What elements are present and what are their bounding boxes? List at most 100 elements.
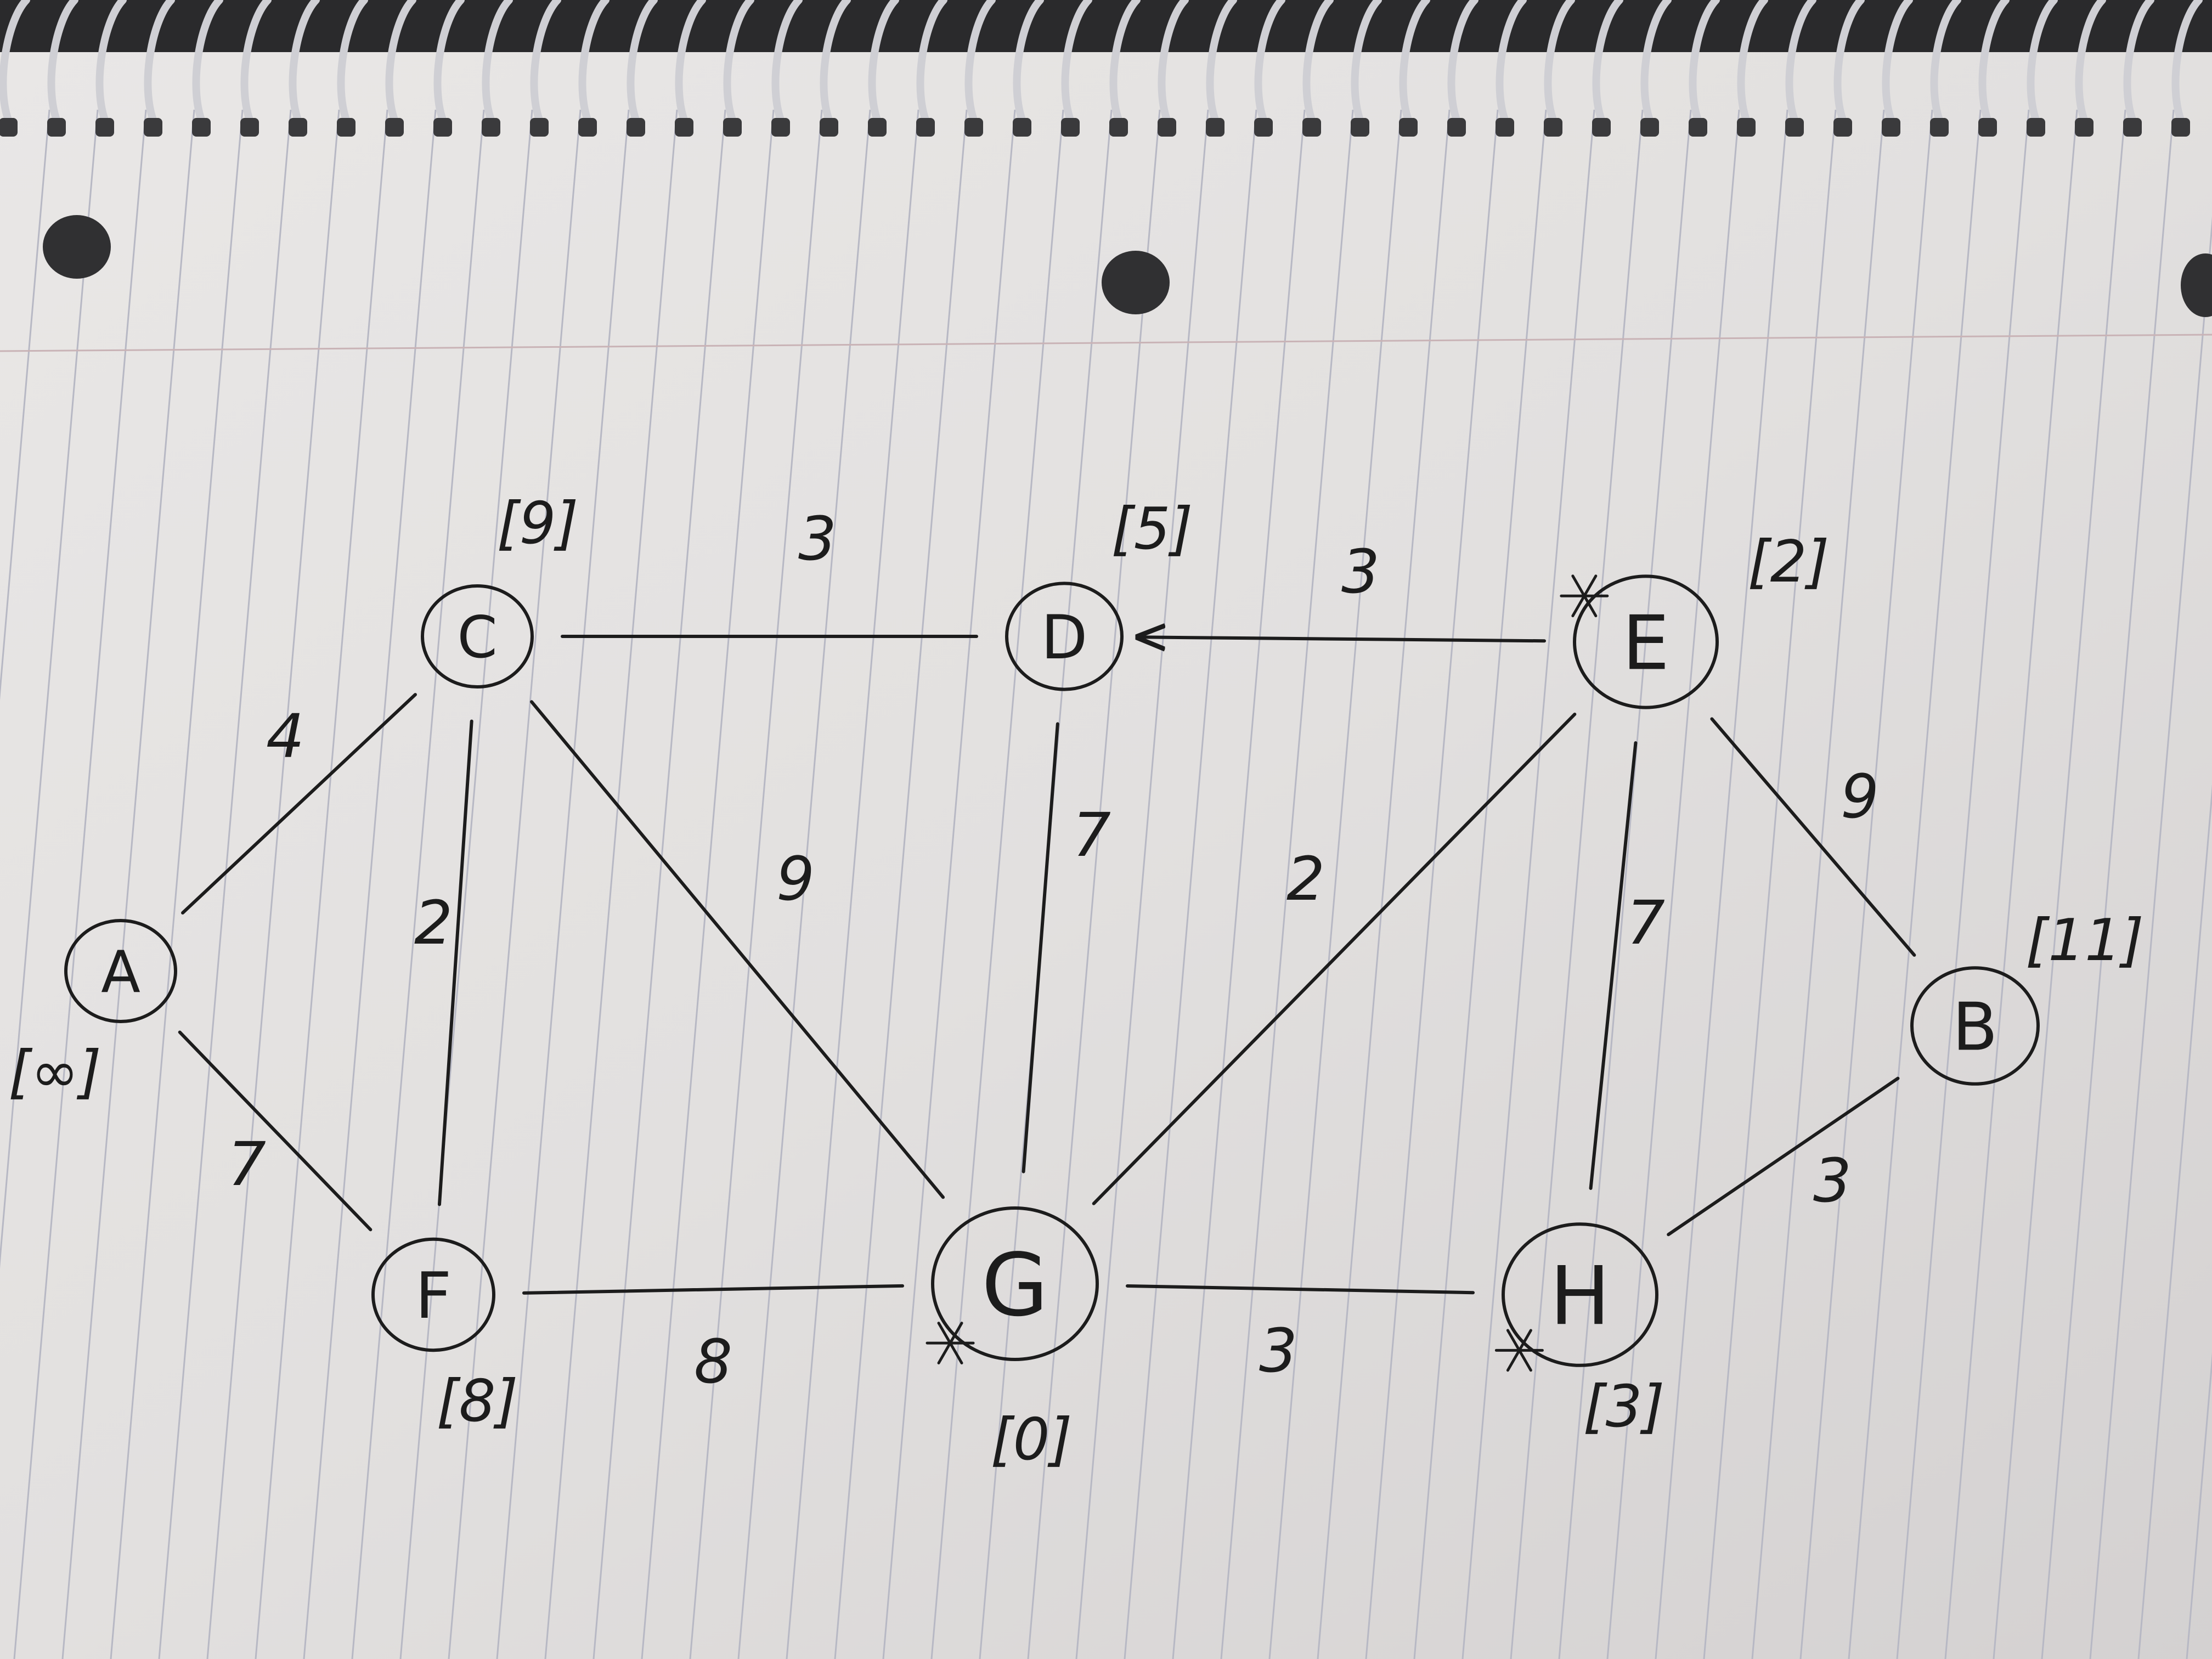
edge-weight-e-h: 7: [1627, 888, 1665, 958]
ruled-line: [1606, 109, 1740, 1659]
ruled-line: [737, 109, 871, 1659]
node-distance-label: [8]: [437, 1368, 518, 1435]
ruled-line: [1896, 109, 2030, 1659]
spiral-coil: [1737, 0, 1768, 130]
binding-slot: [1592, 118, 1611, 137]
spiral-coil: [1882, 0, 1913, 130]
ruled-line: [834, 109, 968, 1659]
edge-weight-c-f: 2: [414, 888, 453, 958]
edge-weight-c-g: 9: [776, 844, 815, 914]
edge-e-d: [1138, 637, 1547, 641]
ruled-line: [1944, 109, 2078, 1659]
node-circle: [64, 919, 177, 1023]
node-circle: [1502, 1222, 1658, 1367]
spiral-coil: [1689, 0, 1720, 130]
spiral-coil: [482, 0, 513, 130]
ruled-line: [592, 109, 726, 1659]
node-distance-label: [2]: [1748, 528, 1830, 595]
edge-weight-e-g: 2: [1286, 844, 1325, 914]
binding-slot: [192, 118, 211, 137]
spiral-coil: [723, 0, 754, 130]
ruled-line: [1462, 109, 1595, 1659]
binding-slot: [1399, 118, 1418, 137]
ruled-line: [882, 109, 1016, 1659]
spiral-coil: [1785, 0, 1816, 130]
node-a: A[∞]: [8, 919, 177, 1105]
spiral-coil: [1833, 0, 1865, 130]
ruled-line: [689, 109, 823, 1659]
spiral-coil: [964, 0, 996, 130]
node-circle: [421, 584, 534, 689]
punched-holes: [43, 215, 2212, 317]
binding-slot: [1930, 118, 1949, 137]
ruled-line: [1365, 109, 1499, 1659]
ruled-line: [399, 109, 533, 1659]
spiral-coil: [0, 0, 30, 130]
ruled-line: [1124, 109, 1257, 1659]
ruled-line: [1510, 109, 1644, 1659]
ruled-line: [0, 109, 99, 1269]
node-h: H[3]: [1494, 1222, 1664, 1440]
edge-weight-e-d: 3: [1341, 537, 1380, 607]
binding-slot: [1496, 118, 1514, 137]
visited-star-mark: [1494, 1329, 1544, 1372]
node-e: E[2]: [1560, 528, 1830, 709]
node-circle: [931, 1206, 1099, 1361]
ruled-line: [1703, 109, 1837, 1659]
ruled-lines: [0, 109, 2212, 1659]
spiral-coil: [1978, 0, 2010, 130]
ruled-line: [641, 109, 775, 1659]
binding-slot: [47, 118, 66, 137]
spiral-coil: [1158, 0, 1189, 130]
ruled-line: [1413, 109, 1547, 1659]
binding-slot: [289, 118, 307, 137]
edge-d-g: [1022, 722, 1059, 1173]
node-circle: [371, 1237, 495, 1352]
node-circle: [1005, 582, 1124, 691]
binding-slot: [1785, 118, 1804, 137]
spiral-coil: [578, 0, 610, 130]
node-distance-label: [5]: [1111, 495, 1193, 562]
spiral-coil: [1351, 0, 1382, 130]
edge-e-g: [1092, 712, 1577, 1205]
node-c: C[9]: [421, 490, 579, 689]
ruled-line: [1799, 109, 1933, 1659]
visited-star-mark: [926, 1322, 975, 1364]
spiral-coil: [627, 0, 658, 130]
ruled-line: [2089, 216, 2212, 1659]
spiral-coil: [868, 0, 899, 130]
edge-weight-b-h: 3: [1813, 1146, 1852, 1216]
binding-slot: [2027, 118, 2045, 137]
edge-a-f: [178, 1030, 373, 1232]
binding-slot: [820, 118, 838, 137]
ruled-line: [496, 109, 630, 1659]
spiral-coil: [144, 0, 175, 130]
binding-slot: [868, 118, 887, 137]
edge-e-b: [1710, 717, 1916, 957]
binding-slot: [1544, 118, 1562, 137]
edge-e-h: [1589, 741, 1638, 1190]
spiral-coil: [675, 0, 706, 130]
binding-slot: [144, 118, 162, 137]
edge-f-g: [522, 1284, 905, 1295]
ruled-line: [2041, 109, 2175, 1659]
edge-weight-d-g: 7: [1073, 800, 1111, 870]
spiral-coil: [47, 0, 78, 130]
ruled-line: [930, 109, 1064, 1659]
binding-slot: [916, 118, 935, 137]
ruled-line: [206, 109, 340, 1659]
ruled-line: [1558, 109, 1692, 1659]
edge-weight-c-d: 3: [798, 504, 837, 574]
binding-slot: [482, 118, 500, 137]
spiral-coil: [1254, 0, 1285, 130]
edge-weight-e-b: 9: [1841, 761, 1879, 832]
graph-nodes: A[∞]C[9]D[5]E[2]B[11]F[8]G[0]H[3]: [8, 490, 2143, 1473]
spiral-coil: [289, 0, 320, 130]
edge-b-h: [1667, 1076, 1900, 1237]
spiral-coil: [1930, 0, 1961, 130]
node-distance-label: [9]: [497, 490, 579, 557]
node-label: F: [415, 1260, 452, 1333]
binding-slot: [1737, 118, 1756, 137]
binding-slot: [530, 118, 549, 137]
